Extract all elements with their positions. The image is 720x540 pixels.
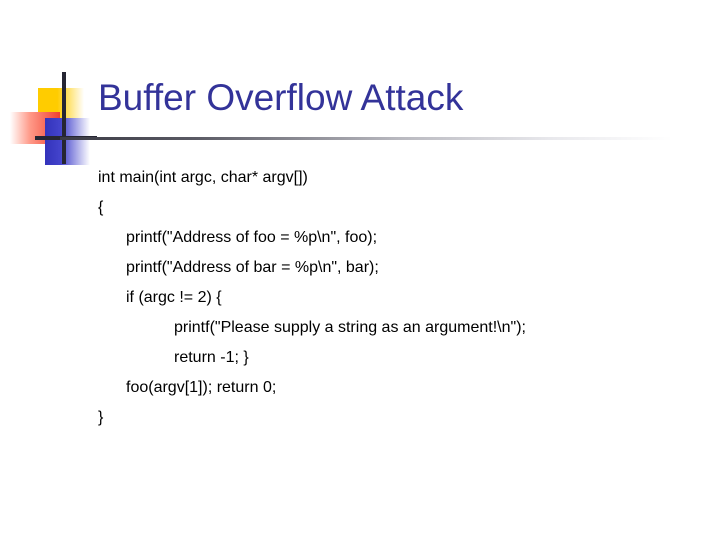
code-line: { — [98, 199, 104, 216]
code-block: int main(int argc, char* argv[]) { printf(… — [98, 163, 698, 433]
code-line: printf("Address of foo = %p\n", foo); — [126, 229, 378, 246]
code-line: int main(int argc, char* argv[]) — [98, 169, 308, 186]
code-line: foo(argv[1]); return 0; — [126, 379, 277, 396]
title-divider-rule — [60, 137, 672, 140]
code-line: printf("Address of bar = %p\n", bar); — [126, 259, 379, 276]
logo-blue-square — [45, 118, 90, 165]
code-line: printf("Please supply a string as an arg… — [174, 319, 526, 336]
code-line: if (argc != 2) { — [126, 289, 222, 306]
logo-vertical-line — [62, 72, 66, 164]
code-line: return -1; } — [174, 349, 249, 366]
slide-title: Buffer Overflow Attack — [98, 77, 464, 118]
decorative-logo — [0, 60, 120, 170]
code-line: } — [98, 409, 104, 426]
